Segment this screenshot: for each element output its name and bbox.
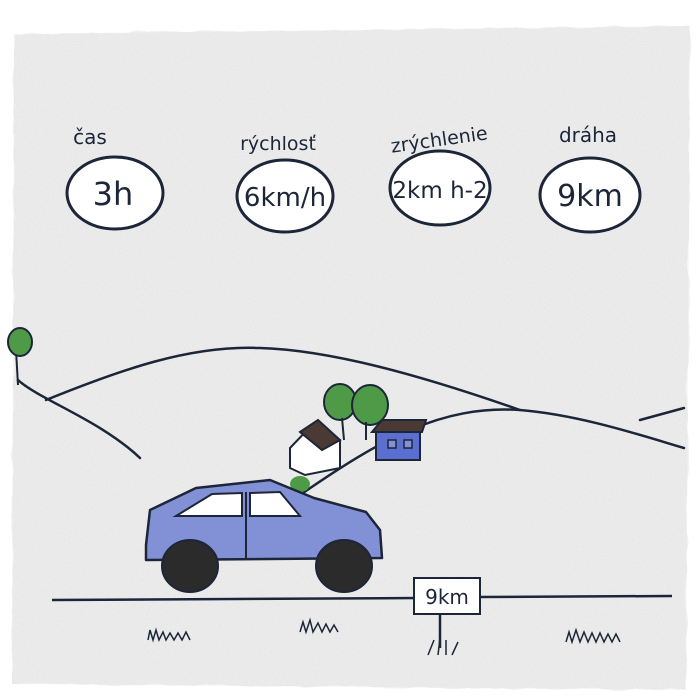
house-white-icon <box>289 418 342 477</box>
quantity-label: čas <box>73 125 107 149</box>
house-blue-icon <box>369 419 428 461</box>
quantity-value: 6km/h <box>244 183 326 213</box>
tree-cluster-icon <box>323 383 389 441</box>
quantity-value: 2km h-2 <box>392 178 487 204</box>
quantity-value: 9km <box>557 179 623 214</box>
distance-sign: 9km <box>413 577 481 656</box>
road-line <box>51 594 673 602</box>
tree-icon <box>7 327 33 386</box>
quantity-circle-acceleration: zrýchlenie 2km h-2 <box>388 122 492 227</box>
quantity-value: 3h <box>93 175 134 213</box>
car-icon <box>144 478 384 593</box>
quantity-label: rýchlosť <box>240 133 316 155</box>
quantity-circle-distance: dráha 9km <box>538 123 642 234</box>
bush-icon <box>290 476 310 492</box>
distance-sign-label: 9km <box>425 585 469 609</box>
grass-tufts <box>147 617 621 645</box>
quantity-circle-time: čas 3h <box>65 125 165 231</box>
quantity-label: dráha <box>559 123 617 147</box>
hills <box>16 346 686 497</box>
quantity-circle-speed: rýchlosť 6km/h <box>235 133 335 234</box>
